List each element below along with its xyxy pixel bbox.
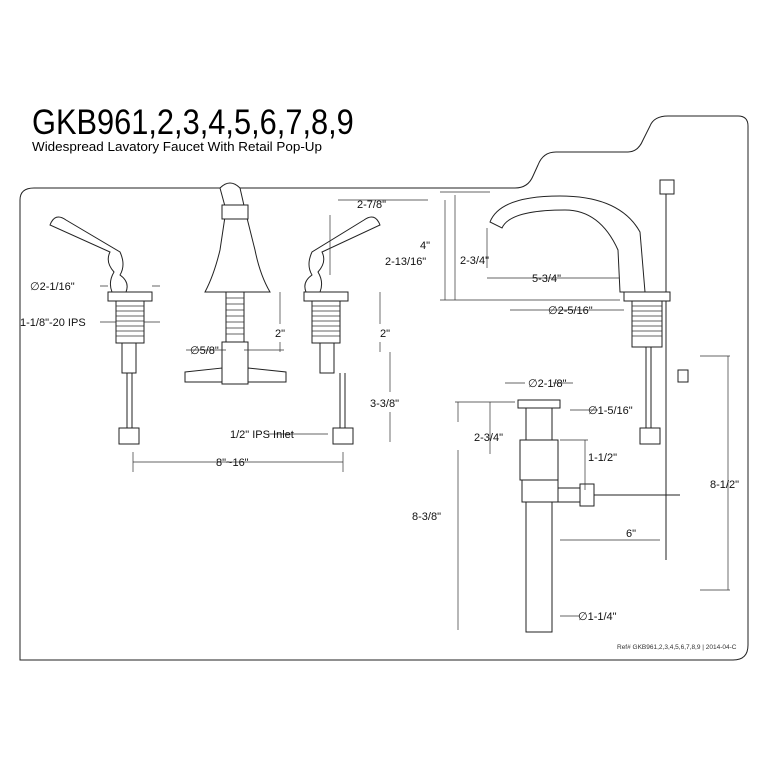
dim-thread: 1-1/8"-20 IPS <box>20 317 86 329</box>
dim-shank-left: 2" <box>275 328 285 340</box>
dim-spout-reach: 5-3/4" <box>532 273 561 285</box>
dim-rod-reach: 6" <box>626 528 636 540</box>
dim-spout-clearance: 2-3/4" <box>460 255 489 267</box>
dimension-lines <box>100 191 730 630</box>
reference-code: Ref# GKB961,2,3,4,5,6,7,8,9 | 2014-04-C <box>617 644 737 651</box>
spout-front-view <box>184 182 287 385</box>
dim-spout-shank: ∅5/8" <box>190 345 219 357</box>
dim-rod-length: 8-1/2" <box>710 479 739 491</box>
product-subtitle: Widespread Lavatory Faucet With Retail P… <box>32 140 322 154</box>
dim-spread: 8"~16" <box>216 457 249 469</box>
dim-drain-flange: ∅2-1/8" <box>528 378 567 390</box>
dim-handle-diameter: ∅2-1/16" <box>30 281 75 293</box>
product-title: GKB961,2,3,4,5,6,7,8,9 <box>32 102 354 141</box>
dim-handle-height: 2-13/16" <box>385 256 426 268</box>
dim-drain-body: 1-1/2" <box>588 452 617 464</box>
dim-supply-length: 3-3/8" <box>370 398 399 410</box>
left-handle-valve <box>49 216 153 445</box>
dim-spout-base: ∅2-5/16" <box>548 305 593 317</box>
spout-side-view <box>489 179 689 560</box>
dim-spout-height: 4" <box>420 240 430 252</box>
dim-tailpiece: ∅1-1/4" <box>578 611 617 623</box>
dimension-labels: ∅2-1/16" 1-1/8"-20 IPS ∅5/8" 2" 2-7/8" 2… <box>20 199 739 623</box>
dim-drain-height: 2-3/4" <box>474 432 503 444</box>
pop-up-drain <box>517 399 680 633</box>
dim-handle-width: 2-7/8" <box>357 199 386 211</box>
dim-drain-total: 8-3/8" <box>412 511 441 523</box>
dim-drain-stopper: ∅1-5/16" <box>588 405 633 417</box>
dim-shank-right: 2" <box>380 328 390 340</box>
frame <box>19 115 749 661</box>
dim-inlet: 1/2" IPS Inlet <box>230 429 294 441</box>
right-handle-valve <box>303 216 381 445</box>
